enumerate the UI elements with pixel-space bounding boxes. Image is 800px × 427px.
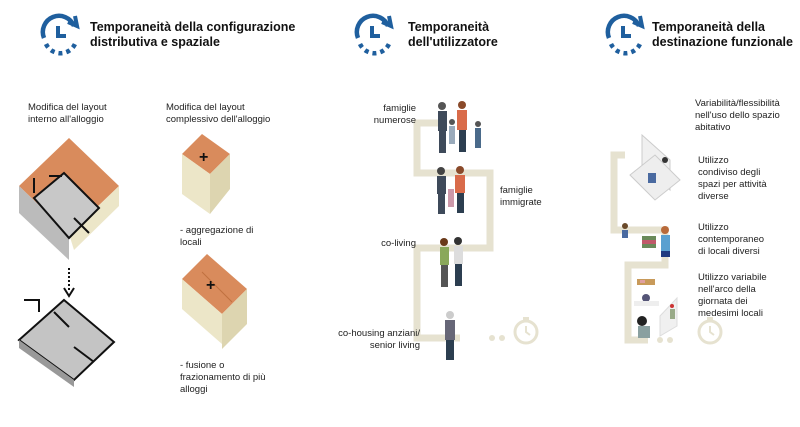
text-line: co-living [381, 238, 416, 249]
simultaneous-use-illustration [622, 223, 670, 257]
section-title-line2: destinazione funzionale [652, 35, 793, 49]
text-line: - aggregazione di [180, 225, 254, 236]
floor-plan-before [19, 138, 119, 260]
text-line: nell'uso dello spazio [695, 110, 780, 121]
coliving-people-icon [440, 237, 463, 287]
senior-person-icon [445, 311, 455, 360]
text-line: Modifica del layout [28, 102, 107, 113]
section-title-line2: distributiva e spaziale [90, 35, 220, 49]
section-title: Temporaneità [408, 20, 490, 34]
text-line: diverse [698, 191, 729, 202]
text-line: contemporaneo [698, 234, 765, 245]
text-line: abitativo [695, 122, 731, 133]
shared-space-illustration [629, 133, 681, 201]
text-line: immigrate [500, 197, 542, 208]
text-line: Utilizzo [698, 155, 729, 166]
text-line: giornata dei [698, 296, 748, 307]
text-line: condiviso degli [698, 167, 761, 178]
clock-refresh-icon [605, 13, 645, 56]
text-line: frazionamento di più [180, 372, 266, 383]
text-line: di locali diversi [698, 246, 760, 257]
immigrant-family-icon [437, 166, 465, 214]
plus-icon: + [206, 277, 215, 294]
cube-fusion: + [182, 254, 247, 349]
text-line: complessivo dell'alloggio [166, 114, 271, 125]
plus-icon: + [199, 149, 208, 166]
section-title: Temporaneità della [652, 20, 765, 34]
label-cohousing: co-housing anziani/senior living [320, 328, 420, 352]
clock-refresh-icon [40, 13, 80, 56]
text-line: spazi per attività [698, 179, 767, 190]
section-title: Temporaneità della configurazione [90, 20, 296, 34]
section-title-line2: dell'utilizzatore [408, 35, 498, 49]
label-coliving: co-living [340, 238, 416, 250]
text-line: - fusione o [180, 360, 225, 371]
text-line: interno all'alloggio [28, 114, 104, 125]
text-line: numerose [373, 115, 416, 126]
text-line: Modifica del layout [166, 102, 245, 113]
text-line: alloggi [180, 384, 208, 395]
floor-plan-after [17, 298, 116, 387]
cube-aggregation: + [182, 134, 230, 214]
text-line: Variabilità/flessibilità [695, 98, 780, 109]
variable-use-illustration [634, 279, 678, 338]
text-line: nell'arco della [698, 284, 756, 295]
text-line: locali [180, 237, 202, 248]
text-line: famiglie [500, 185, 533, 196]
clock-refresh-icon [354, 13, 394, 56]
dotted-arrow-icon [63, 268, 75, 298]
text-line: senior living [369, 340, 420, 351]
text-line: famiglie [383, 103, 416, 114]
text-line: medesimi locali [698, 308, 763, 319]
family-people-icon [438, 101, 481, 153]
timeline-path [413, 119, 494, 342]
text-line: Utilizzo variabile [698, 272, 767, 283]
text-line: co-housing anziani/ [338, 328, 420, 339]
stopwatch-icon [489, 317, 539, 345]
text-line: Utilizzo [698, 222, 729, 233]
stopwatch-icon [697, 317, 723, 345]
